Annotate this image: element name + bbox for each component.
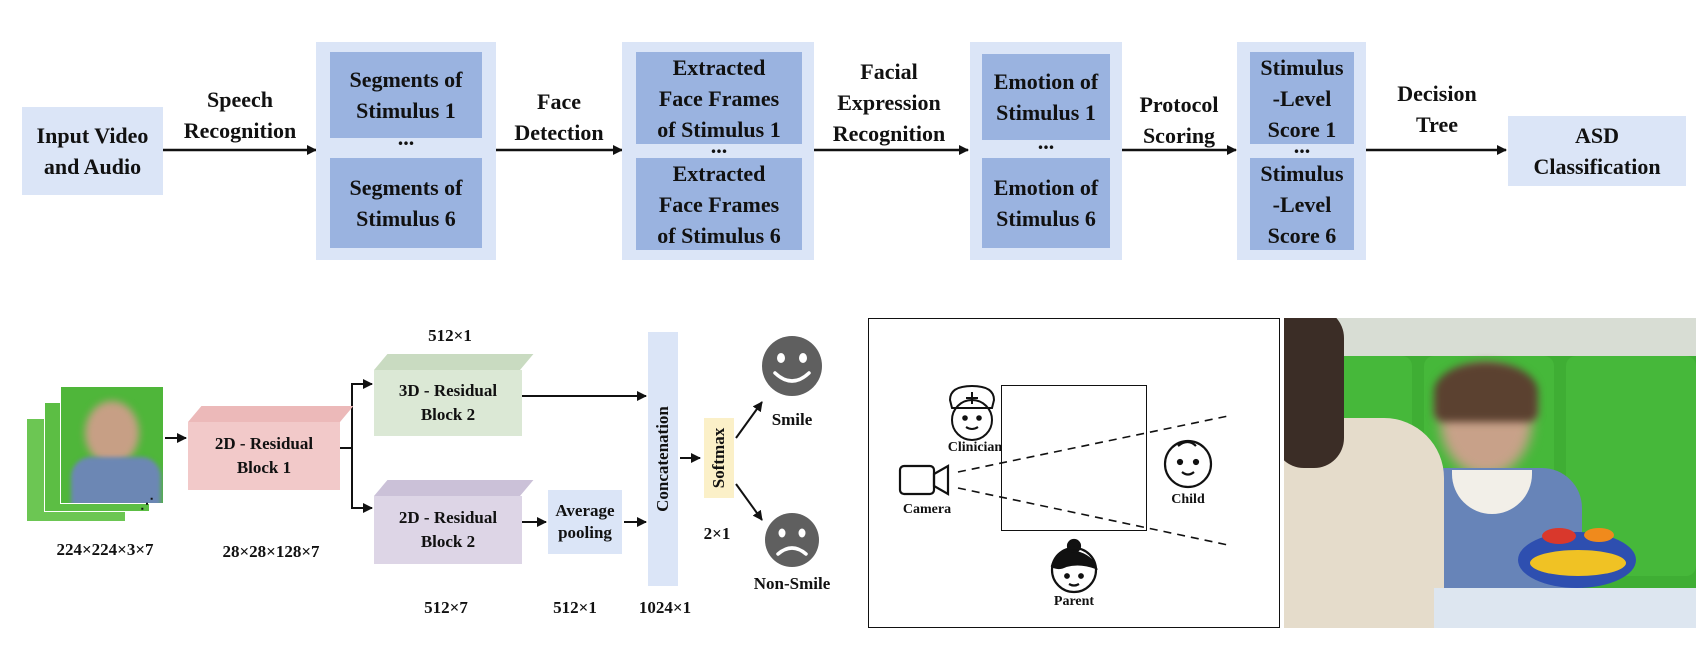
emotion-stimulus-6: Emotion of Stimulus 6 [982,158,1110,248]
segments-stimulus-1: Segments of Stimulus 1 [330,52,482,138]
average-pooling-label: Average pooling [555,501,615,542]
average-pooling-box: Average pooling [548,490,622,554]
parent-label: Parent [1053,594,1095,609]
arrow-softmax-smile [735,401,763,439]
block1-label: 2D - Residual Block 1 [214,434,314,477]
sad-face-icon [765,513,819,567]
camera-icon [898,464,950,496]
face-frames-stimulus-6-label: Extracted Face Frames of Stimulus 6 [657,160,781,248]
branch-line-low [351,448,373,513]
child-photo-clothes [71,457,161,503]
smile-label: Smile [771,410,813,429]
asd-classification-label: ASD Classification [1533,123,1661,179]
block2d-label: 2D - Residual Block 2 [398,508,498,551]
child-photo-blur [85,401,139,465]
nonsmile-label: Non-Smile [753,574,831,593]
block2d-box: 2D - Residual Block 2 [374,496,522,564]
emotion-ellipsis: ... [1037,129,1055,154]
block3d-dim-label: 512×1 [428,326,472,345]
facial-expression-recognition-label: Facial Expression Recognition [832,59,946,146]
pool-dim-label: 512×1 [553,598,597,617]
score-stimulus-1-label: Stimulus -Level Score 1 [1260,54,1344,142]
input-frame-front [60,386,164,504]
child-icon [1163,439,1213,489]
input-video-label: Input Video and Audio [36,123,149,179]
softmax-box: Softmax [704,418,734,498]
arrow-softmax-nonsmile [735,483,763,521]
speech-recognition-label: Speech Recognition [183,87,297,143]
block1-dim-label: 28×28×128×7 [222,542,320,561]
face-frames-stimulus-1: Extracted Face Frames of Stimulus 1 [636,52,802,144]
face-detection-label: Face Detection [514,89,604,145]
input-video-box: Input Video and Audio [22,107,163,195]
photo-toy-button-orange [1584,528,1614,542]
photo-toy-ring [1530,550,1626,576]
emotion-stimulus-1-label: Emotion of Stimulus 1 [993,69,1099,125]
smile-face-icon [762,336,822,396]
face-frames-ellipsis: ... [710,133,728,158]
input-frames-ellipsis: ⋰ [140,497,154,512]
input-dim-label: 224×224×3×7 [56,540,154,559]
block1-box: 2D - Residual Block 1 [188,422,340,490]
camera-view-line-bottom [957,487,1229,546]
branch-line [340,379,373,449]
segments-ellipsis: ... [397,125,415,150]
softmax-dim-label: 2×1 [703,524,731,543]
score-stimulus-1: Stimulus -Level Score 1 [1250,52,1354,144]
decision-tree-label: Decision Tree [1397,81,1477,137]
photo-toy-button-red [1542,528,1576,544]
block3d-box: 3D - Residual Block 2 [374,370,522,436]
clinician-label: Clinician [947,440,1003,455]
emotion-stimulus-6-label: Emotion of Stimulus 6 [993,175,1099,231]
child-label: Child [1171,492,1205,507]
photo-table-cloth [1434,588,1696,628]
segments-stimulus-1-label: Segments of Stimulus 1 [349,67,463,123]
protocol-scoring-label: Protocol Scoring [1139,92,1219,148]
face-frames-stimulus-6: Extracted Face Frames of Stimulus 6 [636,158,802,250]
block3d-label: 3D - Residual Block 2 [398,381,498,424]
photo-wall [1284,318,1696,356]
emotion-stimulus-1: Emotion of Stimulus 1 [982,54,1110,140]
camera-view-line-top [957,415,1229,473]
score-stimulus-6: Stimulus -Level Score 6 [1250,158,1354,250]
segments-stimulus-6: Segments of Stimulus 6 [330,158,482,248]
concatenation-box: Concatenation [648,332,678,586]
face-frames-stimulus-1-label: Extracted Face Frames of Stimulus 1 [657,54,781,142]
concat-dim-label: 1024×1 [638,598,692,617]
score-ellipsis: ... [1293,133,1311,158]
parent-icon [1050,538,1098,594]
photo-child-hair [1434,362,1538,422]
camera-label: Camera [902,502,952,517]
clinician-icon [948,384,996,441]
session-photo [1284,318,1696,628]
room-table [1001,385,1147,531]
photo-parent-hair [1284,318,1344,468]
score-stimulus-6-label: Stimulus -Level Score 6 [1260,160,1344,248]
asd-classification-box: ASD Classification [1508,116,1686,186]
segments-stimulus-6-label: Segments of Stimulus 6 [349,175,463,231]
block2d-dim-label: 512×7 [424,598,468,617]
room-diagram-frame [868,318,1280,628]
